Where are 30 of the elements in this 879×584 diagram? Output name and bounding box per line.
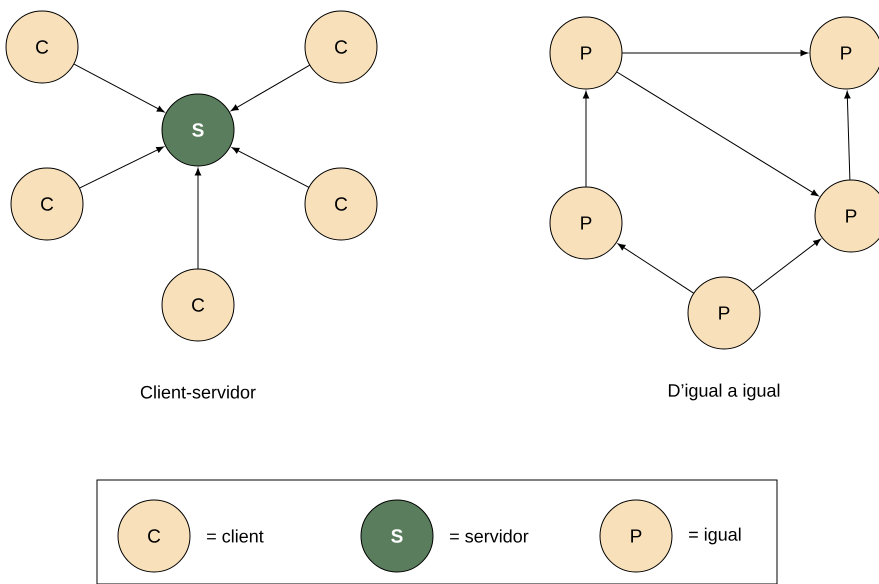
circle-node: P bbox=[550, 186, 622, 260]
arrow bbox=[752, 238, 821, 292]
circle-node: P bbox=[600, 499, 672, 572]
arrow bbox=[622, 50, 808, 56]
arrow bbox=[194, 168, 202, 269]
arrow bbox=[232, 147, 310, 188]
circle-node: P bbox=[814, 180, 879, 252]
arrow bbox=[618, 244, 694, 294]
arrow bbox=[616, 72, 819, 196]
circle-node: C bbox=[304, 168, 378, 240]
legend-text: = client bbox=[207, 529, 264, 543]
circle-node: C bbox=[162, 268, 234, 342]
arrow bbox=[79, 146, 164, 188]
caption-text: Client-servidor bbox=[140, 385, 256, 399]
legend-text: = servidor bbox=[450, 529, 528, 543]
arrow bbox=[74, 64, 165, 112]
circle-node: P bbox=[688, 276, 760, 350]
caption-text: D’igual a igual bbox=[668, 384, 780, 400]
legend-text: = igual bbox=[689, 528, 740, 544]
circle-node: C bbox=[10, 168, 84, 240]
circle-node: P bbox=[810, 16, 879, 90]
circle-node: P bbox=[550, 16, 622, 90]
arrow bbox=[582, 90, 590, 187]
arrow bbox=[844, 90, 850, 180]
circle-node: S bbox=[360, 499, 434, 572]
circle-node: C bbox=[304, 10, 378, 84]
arrow bbox=[230, 64, 310, 112]
circle-node: S bbox=[162, 94, 234, 166]
circle-node: C bbox=[6, 10, 78, 84]
circle-node: C bbox=[118, 499, 190, 572]
